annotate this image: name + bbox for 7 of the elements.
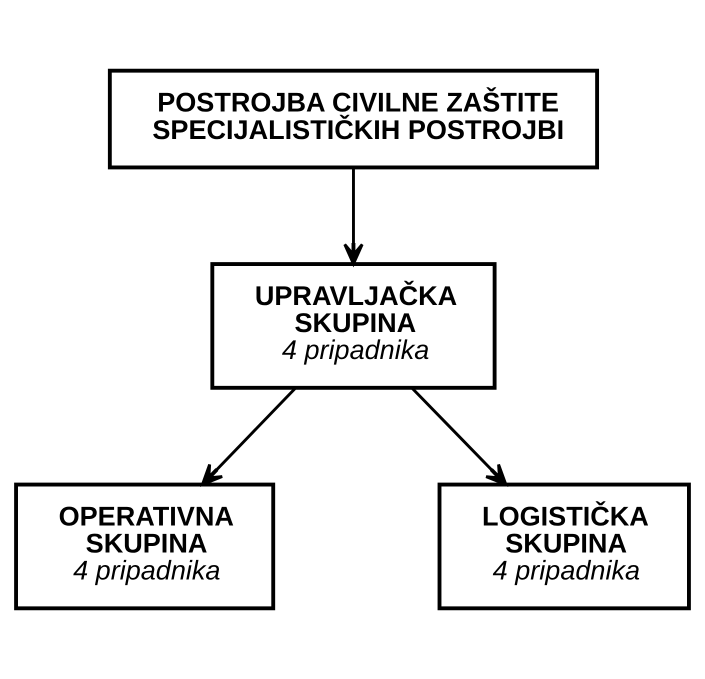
arrow: [411, 387, 508, 486]
arrow: [201, 387, 296, 486]
node-box: LOGISTIČKA SKUPINA 4 pripadnika: [438, 482, 691, 610]
node-box: UPRAVLJAČKA SKUPINA 4 pripadnika: [210, 262, 497, 390]
node-box: POSTROJBA CIVILNE ZAŠTITE SPECIJALISTIČKIH POSTROJBI: [108, 68, 600, 170]
arrow: [343, 168, 364, 266]
node-box: OPERATIVNA SKUPINA 4 pripadnika: [14, 482, 276, 610]
